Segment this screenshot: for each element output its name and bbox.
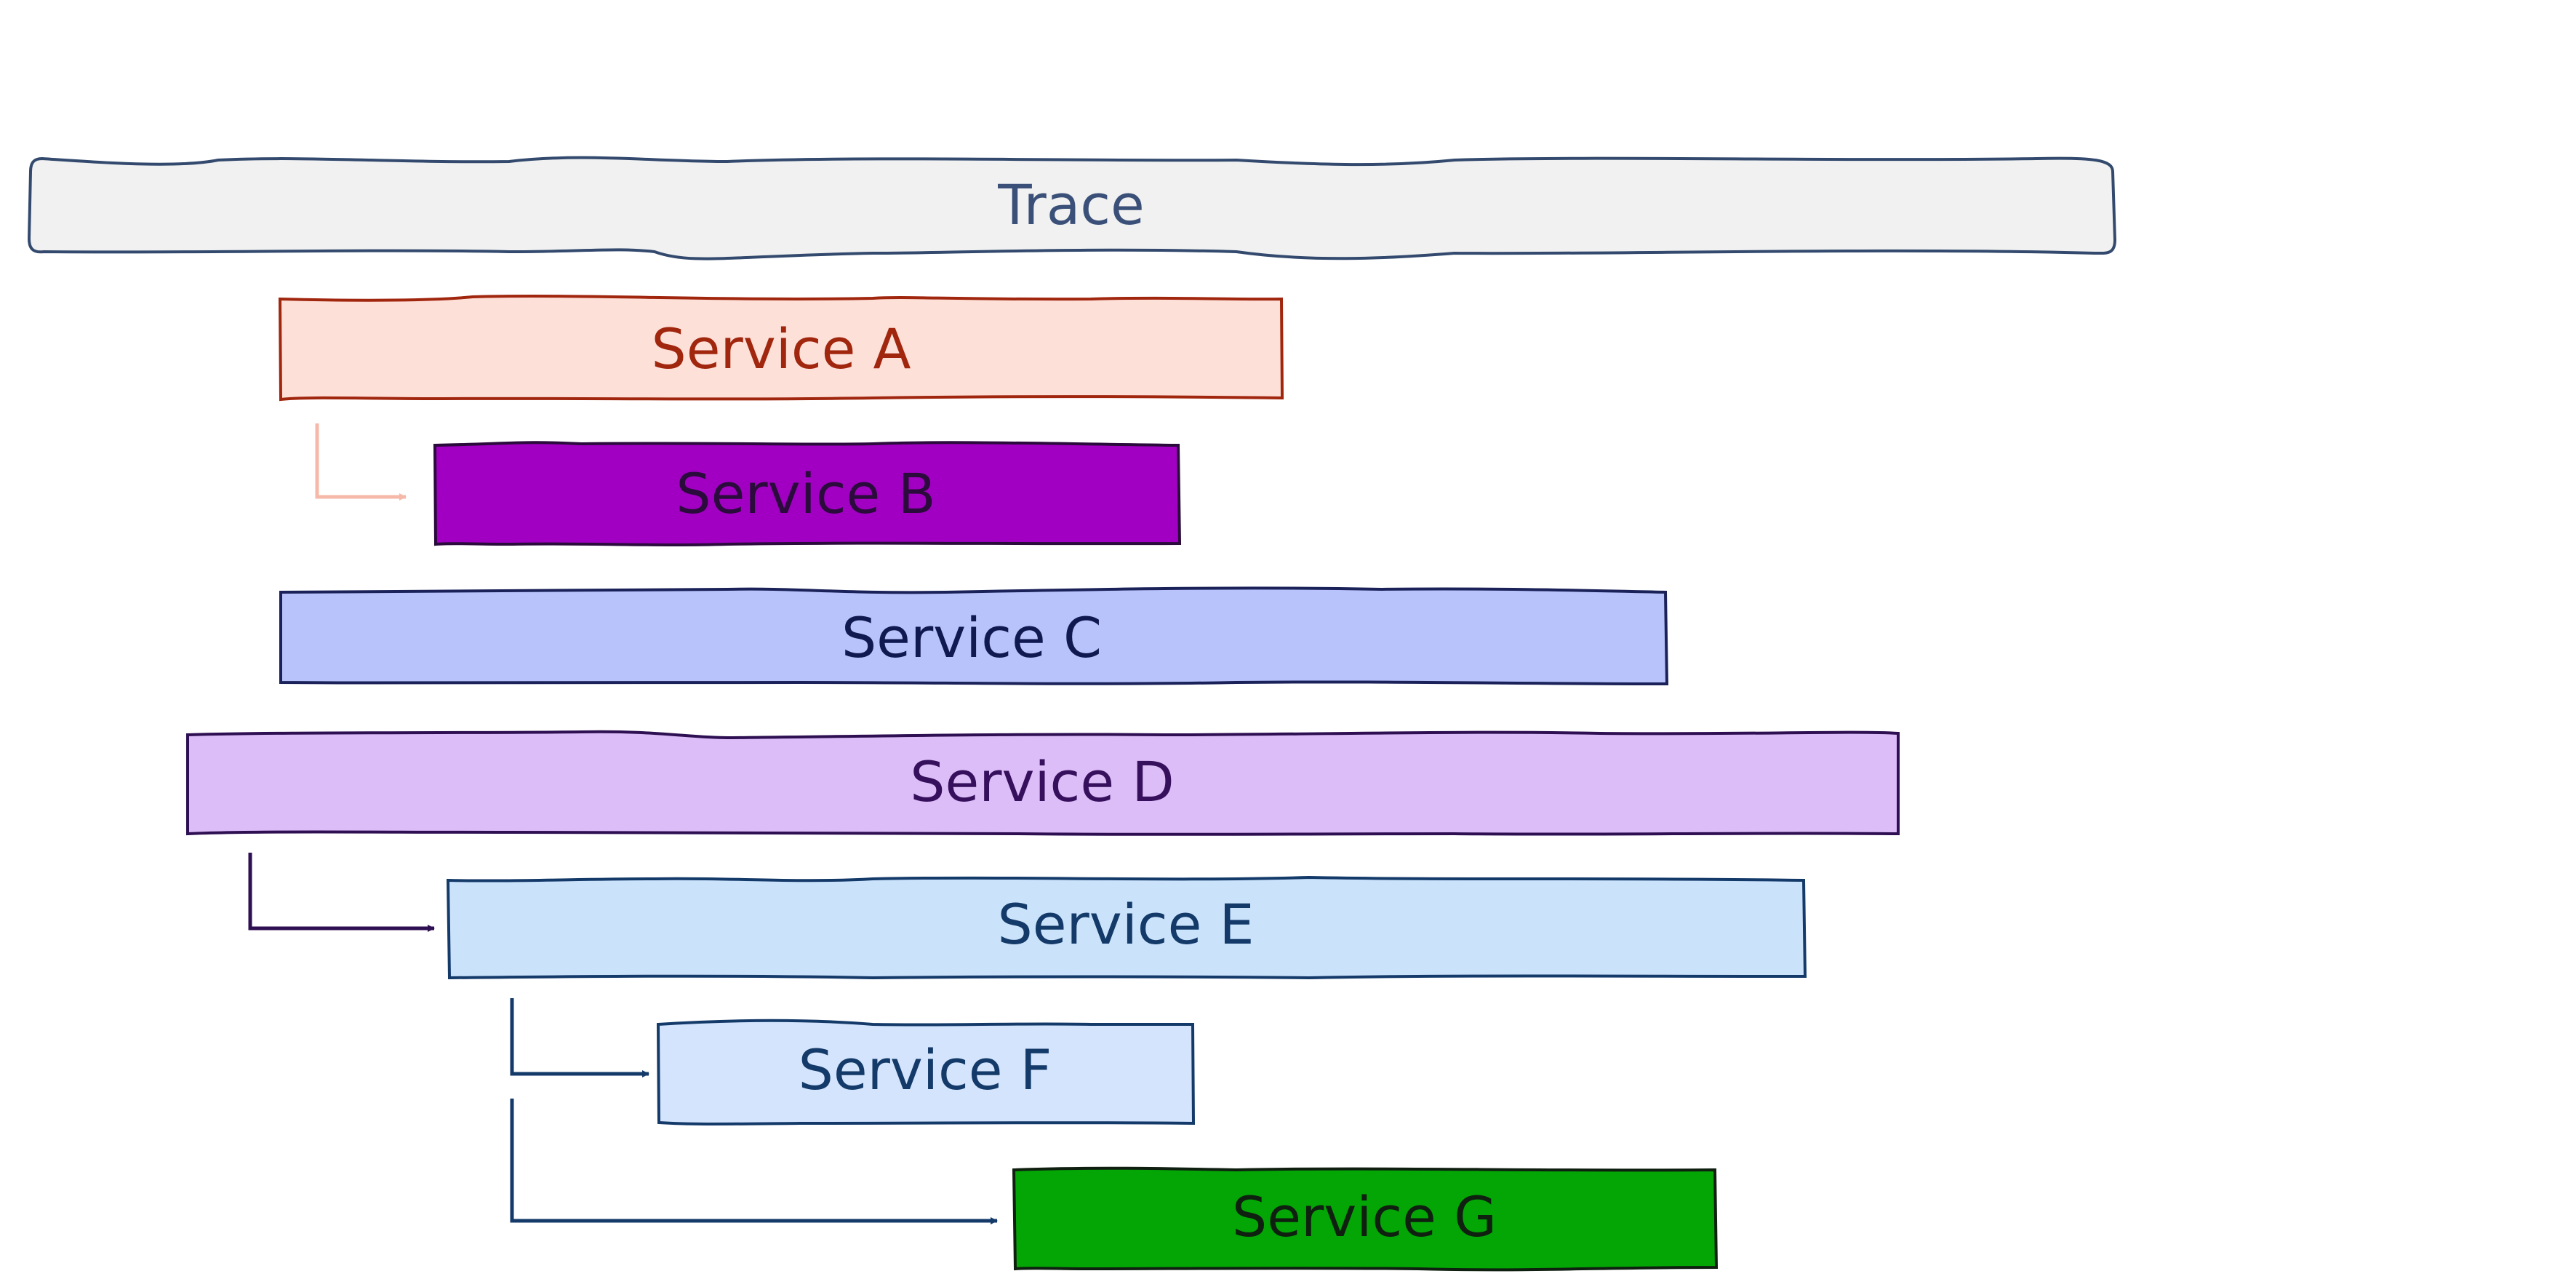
service-e-label: Service E <box>997 892 1254 957</box>
call-arrow-e-to-f <box>510 998 649 1077</box>
service-c-shape <box>279 586 1669 686</box>
service-g-label: Service G <box>1232 1184 1497 1249</box>
service-g-shape <box>1012 1166 1719 1272</box>
service-a-bar: Service A <box>278 295 1284 402</box>
service-c-bar: Service C <box>279 586 1669 686</box>
service-f-shape <box>656 1019 1196 1125</box>
service-f-label: Service F <box>799 1037 1052 1102</box>
service-c-label: Service C <box>841 605 1102 670</box>
call-arrow-d-to-e <box>248 853 435 932</box>
trace-bar-shape <box>27 156 2117 260</box>
call-arrow-e-to-g <box>510 1099 998 1224</box>
service-b-bar: Service B <box>433 441 1182 546</box>
service-a-label: Service A <box>651 316 911 381</box>
service-g-bar: Service G <box>1012 1166 1719 1272</box>
service-d-shape <box>186 730 1900 836</box>
service-d-label: Service D <box>910 749 1175 814</box>
service-f-bar: Service F <box>656 1019 1196 1125</box>
service-b-label: Service B <box>676 461 935 526</box>
service-e-shape <box>446 875 1807 980</box>
service-b-shape <box>433 441 1182 546</box>
service-a-shape <box>278 295 1284 402</box>
trace-bar: Trace <box>27 156 2117 260</box>
service-d-bar: Service D <box>186 730 1900 836</box>
trace-label: Trace <box>997 172 1145 237</box>
service-e-bar: Service E <box>446 875 1807 980</box>
call-arrow-a-to-b <box>315 423 407 501</box>
